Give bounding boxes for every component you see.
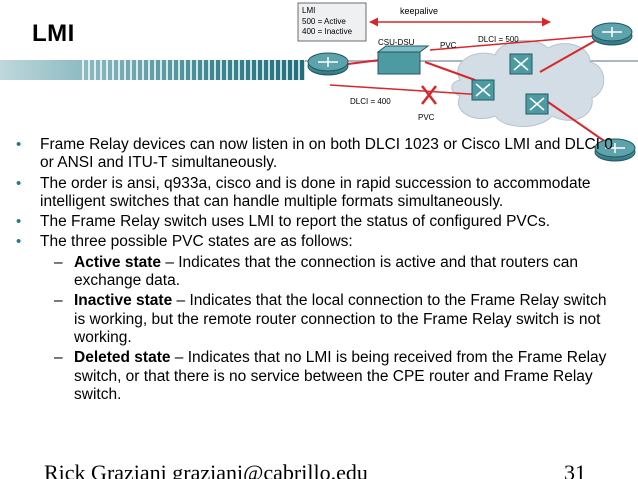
switch-icon-2	[471, 79, 495, 101]
slide-title: LMI	[32, 20, 75, 47]
link-remote-bottom	[547, 101, 611, 146]
bullet-item: • The Frame Relay switch uses LMI to rep…	[0, 213, 620, 231]
link-pvc-500	[429, 35, 596, 51]
link-pvc-400	[329, 84, 486, 96]
remote-router-icon-bottom	[594, 138, 636, 162]
bullet-text: The order is ansi, q933a, cisco and is d…	[40, 174, 591, 210]
sub-item-active: – Active state – Indicates that the conn…	[0, 254, 620, 291]
legend-title: LMI	[302, 6, 315, 15]
bullet-text: The three possible PVC states are as fol…	[40, 233, 353, 251]
lmi-legend-box	[297, 2, 367, 42]
state-desc: – Indicates that the connection is activ…	[74, 253, 579, 290]
frame-relay-cloud	[451, 39, 605, 127]
state-term: Inactive state	[74, 292, 173, 310]
state-desc: – Indicates that no LMI is being receive…	[74, 349, 607, 403]
slide-footer: Rick Graziani graziani@cabrillo.edu 31	[44, 460, 604, 479]
broken-pvc-x2	[421, 85, 437, 105]
bullet-item: • The order is ansi, q933a, cisco and is…	[0, 175, 620, 212]
sub-item-inactive: – Inactive state – Indicates that the lo…	[0, 292, 620, 347]
bullet-text: The Frame Relay switch uses LMI to repor…	[40, 213, 550, 231]
dlci-400-label: DLCI = 400	[350, 97, 391, 106]
pvc-top-label: PVC	[440, 41, 457, 50]
title-accent-bar	[0, 60, 305, 80]
state-desc: – Indicates that the local connection to…	[74, 292, 607, 346]
page-number: 31	[564, 460, 586, 479]
bullet-dot-icon: •	[16, 136, 22, 153]
lmi-network-diagram: LMI 500 = Active 400 = Inactive keepaliv…	[297, 2, 636, 162]
dash-icon: –	[54, 292, 63, 310]
accent-stripes	[82, 60, 305, 80]
link-csu-switch	[424, 61, 476, 81]
link-remote-top	[539, 37, 601, 73]
bullet-dot-icon: •	[16, 233, 22, 251]
bullet-dot-icon: •	[16, 174, 22, 192]
switch-icon-3	[525, 93, 549, 115]
keepalive-label: keepalive	[400, 6, 438, 16]
sub-item-deleted: – Deleted state – Indicates that no LMI …	[0, 349, 620, 404]
state-term: Deleted state	[74, 349, 171, 367]
csu-dsu-label: CSU-DSU	[378, 38, 415, 47]
bullet-item: • Frame Relay devices can now listen in …	[0, 136, 620, 173]
csu-dsu-icon	[377, 51, 421, 75]
state-term: Active state	[74, 253, 162, 271]
remote-router-icon-top	[591, 22, 633, 46]
pvc-bottom-label: PVC	[418, 113, 435, 122]
dlci-500-label: DLCI = 500	[478, 35, 519, 44]
bullet-item: • The three possible PVC states are as f…	[0, 233, 620, 251]
switch-icon-1	[509, 53, 533, 75]
dash-icon: –	[54, 349, 63, 367]
footer-author: Rick Graziani graziani@cabrillo.edu	[44, 460, 368, 479]
dash-icon: –	[54, 253, 63, 271]
legend-inactive: 400 = Inactive	[302, 27, 353, 36]
legend-active: 500 = Active	[302, 17, 346, 26]
bullet-text: Frame Relay devices can now listen in on…	[40, 136, 613, 172]
bullet-dot-icon: •	[16, 213, 22, 231]
slide-content: • Frame Relay devices can now listen in …	[0, 136, 620, 406]
